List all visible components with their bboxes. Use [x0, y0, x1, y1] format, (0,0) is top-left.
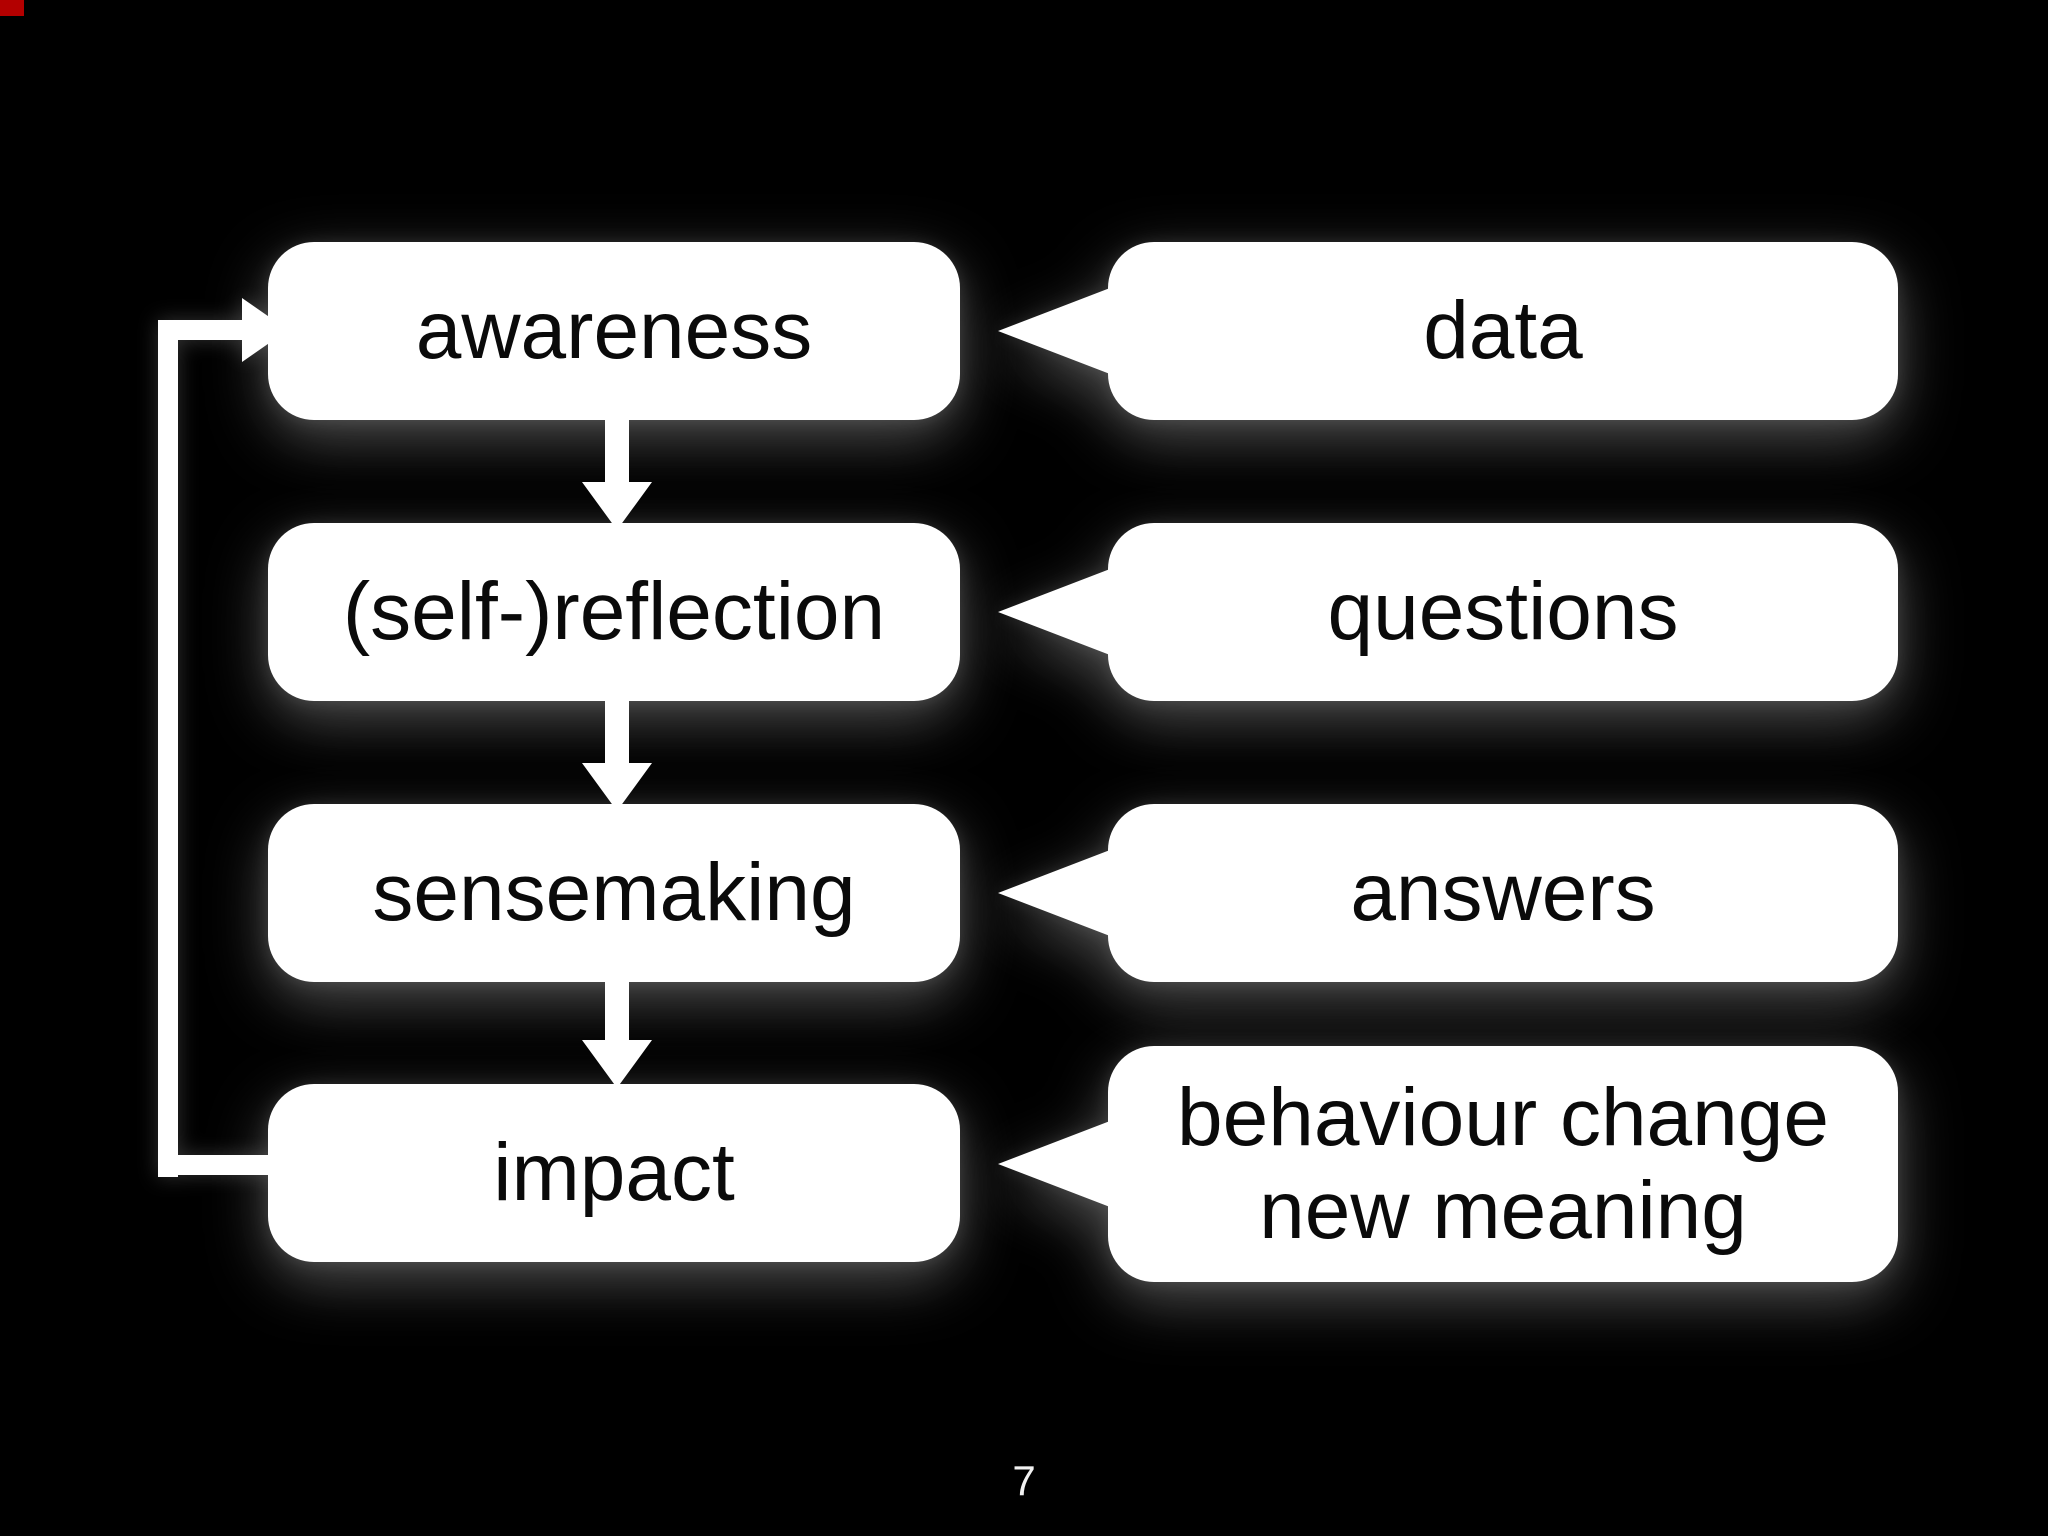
callout-pointer-icon	[998, 850, 1110, 936]
callout-data: data	[998, 242, 1898, 420]
arrow-sensemaking-to-impact-icon	[582, 976, 652, 1088]
loop-top-segment	[158, 320, 246, 340]
callout-answers-label: answers	[1350, 847, 1656, 939]
flow-node-self-reflection: (self-)reflection	[268, 523, 960, 701]
callout-behaviour-change-line1: behaviour change	[1177, 1071, 1829, 1163]
arrow-reflection-to-sensemaking-icon	[582, 699, 652, 811]
arrow-awareness-to-reflection-icon	[582, 418, 652, 530]
callout-behaviour-change: behaviour change new meaning	[998, 1046, 1898, 1282]
callout-pointer-icon	[998, 288, 1110, 374]
callout-bubble: data	[1108, 242, 1898, 420]
red-corner-artifact	[0, 0, 24, 16]
loop-vertical-segment	[158, 320, 178, 1177]
flow-node-impact-label: impact	[493, 1127, 735, 1218]
callout-answers: answers	[998, 804, 1898, 982]
flow-node-impact: impact	[268, 1084, 960, 1262]
callout-pointer-icon	[998, 1121, 1110, 1207]
callout-behaviour-change-line2: new meaning	[1259, 1165, 1747, 1256]
callout-bubble: questions	[1108, 523, 1898, 701]
loop-bottom-segment	[158, 1155, 274, 1175]
callout-bubble: behaviour change new meaning	[1108, 1046, 1898, 1282]
callout-questions-label: questions	[1327, 566, 1679, 658]
callout-pointer-icon	[998, 569, 1110, 655]
flow-node-self-reflection-label: (self-)reflection	[342, 566, 886, 657]
flow-node-sensemaking: sensemaking	[268, 804, 960, 982]
callout-data-label: data	[1423, 285, 1583, 377]
flow-node-awareness-label: awareness	[415, 285, 813, 376]
flow-node-sensemaking-label: sensemaking	[372, 847, 856, 938]
flow-node-awareness: awareness	[268, 242, 960, 420]
callout-bubble: answers	[1108, 804, 1898, 982]
callout-questions: questions	[998, 523, 1898, 701]
page-number: 7	[1012, 1457, 1036, 1504]
